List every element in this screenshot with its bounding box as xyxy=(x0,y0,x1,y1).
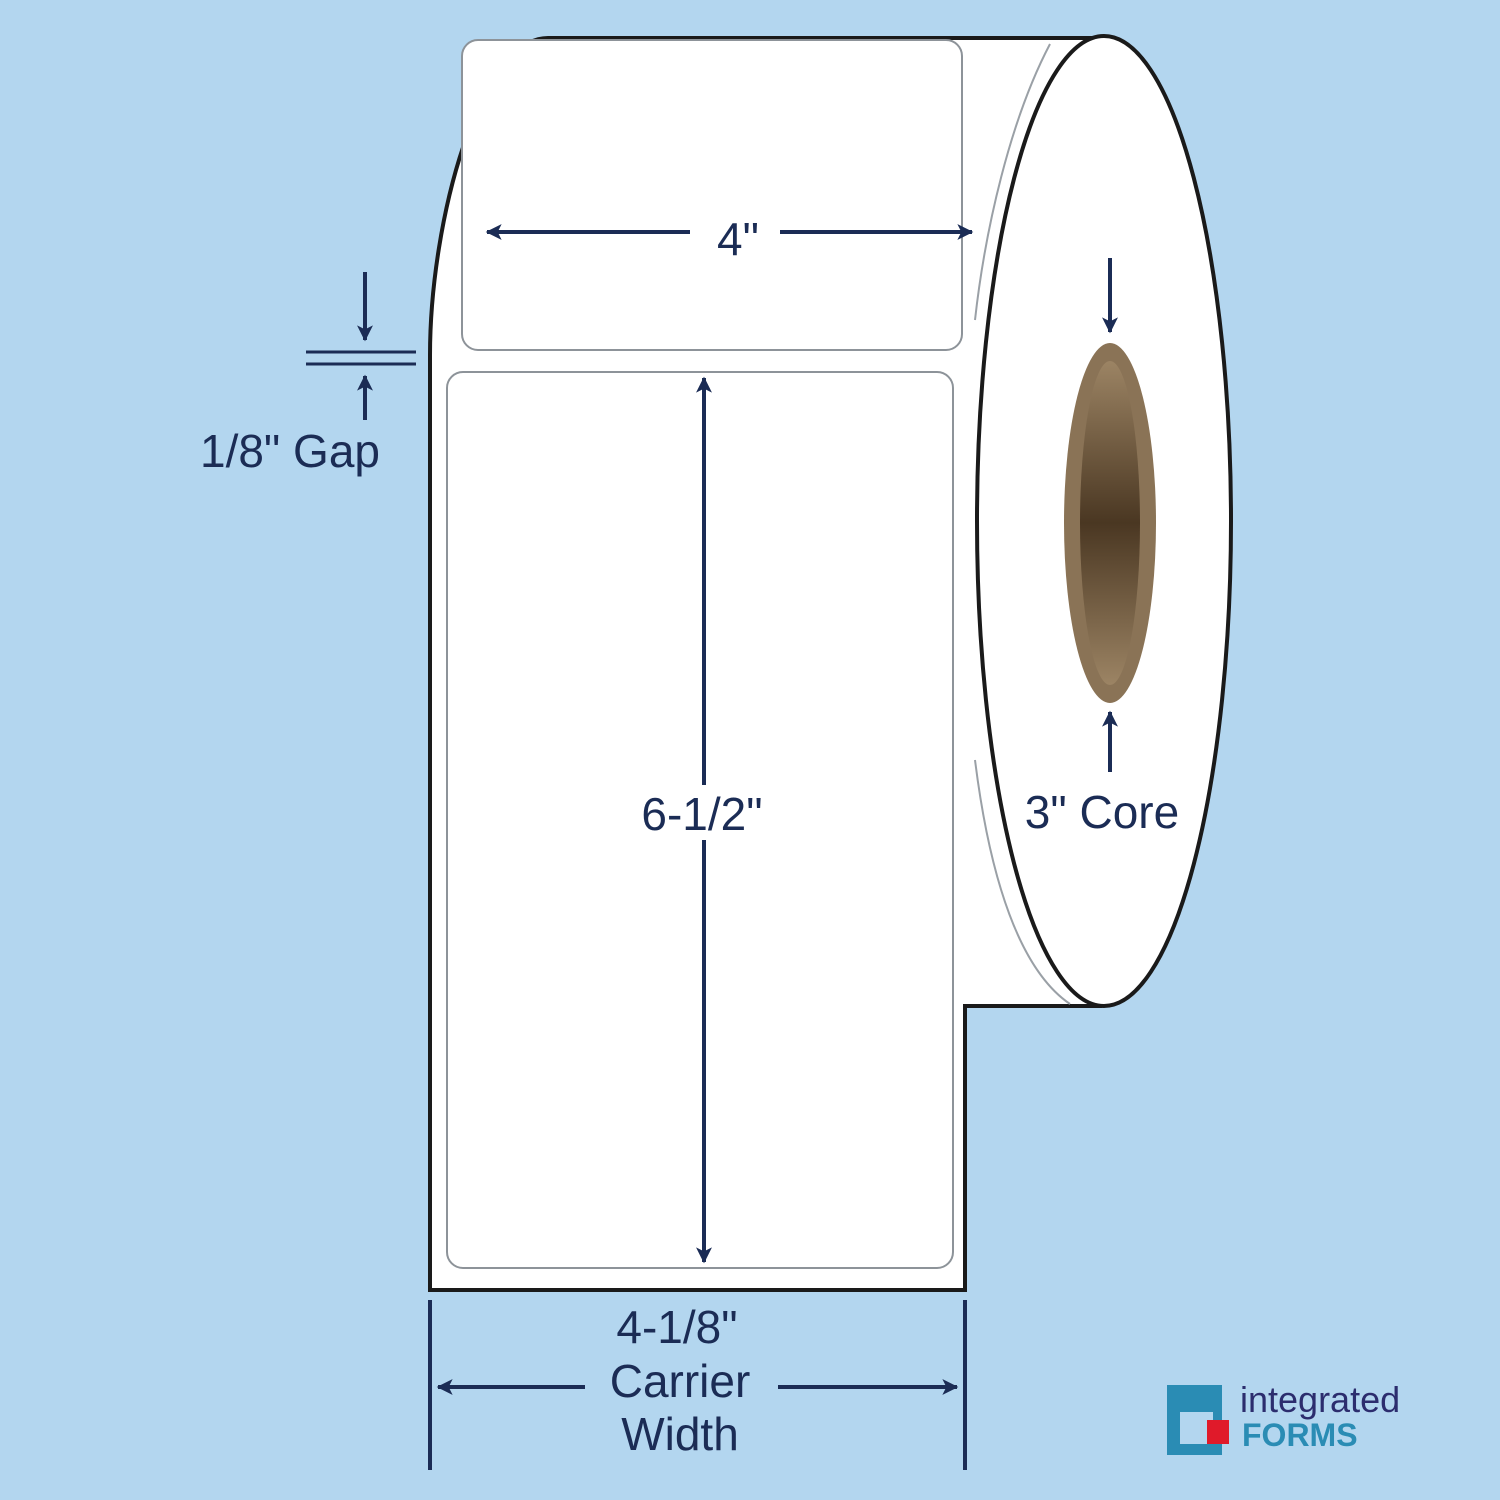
label-main xyxy=(446,371,954,1269)
core-dimension: 3" Core xyxy=(1025,258,1179,838)
core-inner xyxy=(1080,361,1140,685)
label-top xyxy=(461,39,963,351)
carrier-width-dimension: 4-1/8" Carrier Width xyxy=(428,1300,967,1470)
logo-word-integrated: integrated xyxy=(1240,1379,1400,1420)
carrier-width-line3: Width xyxy=(621,1408,739,1460)
label-width-text: 4" xyxy=(717,213,759,265)
label-height-dimension: 6-1/2" xyxy=(641,376,763,1264)
carrier-width-line2: Carrier xyxy=(610,1355,751,1407)
gap-text: 1/8" Gap xyxy=(200,425,380,477)
logo-mark-red xyxy=(1207,1420,1229,1444)
logo-word-forms: FORMS xyxy=(1242,1417,1358,1453)
gap-dimension: 1/8" Gap xyxy=(200,272,416,477)
roll-inner-edge-right xyxy=(974,43,1051,321)
label-height-text: 6-1/2" xyxy=(641,788,762,840)
core-text: 3" Core xyxy=(1025,786,1179,838)
roll-face xyxy=(975,34,1233,1008)
integrated-forms-logo: integrated FORMS xyxy=(1167,1379,1400,1455)
roll-bottom-edge xyxy=(974,759,1071,1005)
label-width-dimension: 4" xyxy=(485,213,974,265)
carrier-width-line1: 4-1/8" xyxy=(616,1301,737,1353)
